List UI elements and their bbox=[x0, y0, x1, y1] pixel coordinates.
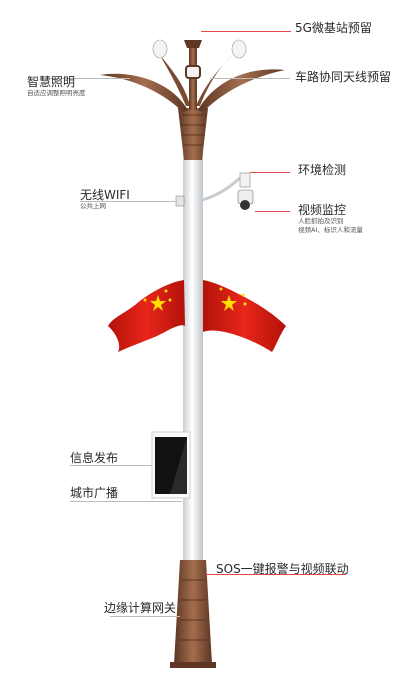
lamp-head-left bbox=[152, 39, 168, 59]
leader-sos bbox=[206, 574, 346, 575]
flag-left bbox=[108, 280, 185, 352]
leader-broadcast bbox=[70, 501, 182, 502]
pole-base bbox=[174, 560, 212, 664]
leader-info bbox=[70, 465, 152, 466]
leader-vehicle bbox=[210, 78, 290, 79]
label-city-broadcast: 城市广播 bbox=[70, 486, 119, 500]
label-video-monitor-sub2: 视频AI、标识人和流量 bbox=[298, 226, 363, 234]
leader-edge bbox=[110, 616, 180, 617]
label-smart-lighting-sub: 自适应调整照明亮度 bbox=[27, 89, 86, 97]
vehicle-antenna bbox=[185, 65, 201, 79]
label-wifi: 无线WIFI bbox=[80, 188, 130, 202]
label-sos: SOS一键报警与视频联动 bbox=[216, 562, 349, 576]
label-edge-compute: 边缘计算网关 bbox=[104, 601, 177, 615]
leader-env bbox=[250, 172, 290, 173]
wifi-device bbox=[175, 195, 185, 207]
label-wifi-sub: 公共上网 bbox=[80, 202, 106, 210]
flag-right bbox=[203, 280, 286, 352]
pole-shaft bbox=[183, 150, 203, 570]
leader-video bbox=[255, 211, 290, 212]
lamp-arm-right bbox=[198, 69, 285, 112]
lamp-arm-left bbox=[100, 73, 188, 112]
leader-lighting bbox=[40, 78, 130, 79]
environment-sensor bbox=[239, 172, 251, 188]
upper-sleeve bbox=[178, 108, 208, 160]
label-video-monitor: 视频监控 bbox=[298, 203, 347, 217]
camera-arm bbox=[201, 176, 241, 202]
label-video-monitor-sub1: 人脸抓拍及识别 bbox=[298, 217, 344, 225]
lamp-head-right bbox=[231, 39, 247, 59]
label-vehicle-antenna: 车路协同天线预留 bbox=[295, 70, 392, 84]
label-env-monitor: 环境检测 bbox=[298, 163, 347, 177]
leader-wifi bbox=[80, 201, 175, 202]
label-smart-lighting: 智慧照明 bbox=[27, 75, 76, 89]
label-info-release: 信息发布 bbox=[70, 451, 119, 465]
leader-5g bbox=[201, 31, 291, 32]
label-5g-antenna: 5G微基站预留 bbox=[295, 21, 372, 35]
